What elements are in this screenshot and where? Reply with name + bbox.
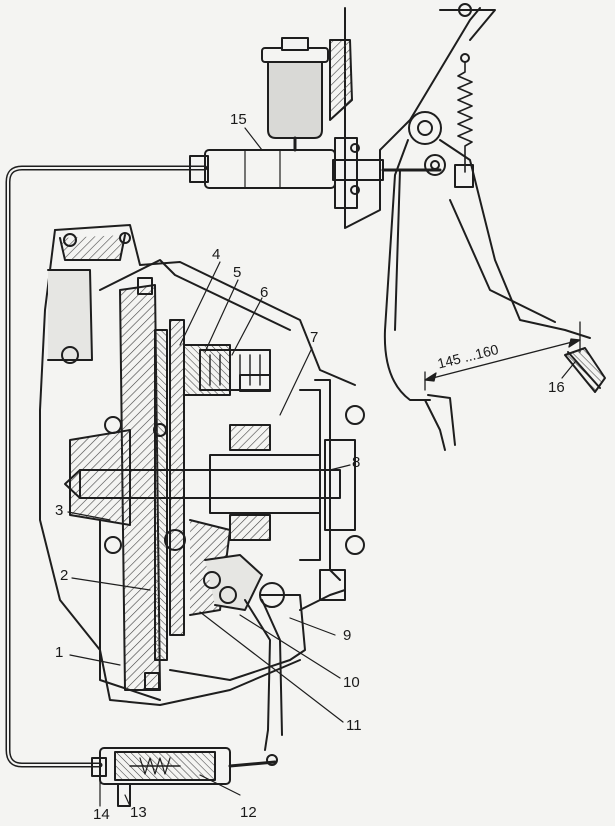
clutch-pedal [383, 111, 606, 451]
label-2: 2 [60, 567, 69, 584]
fluid-reservoir [261, 37, 329, 152]
label-7: 7 [310, 329, 319, 346]
label-6: 6 [260, 284, 269, 301]
label-15: 15 [230, 111, 247, 128]
clutch-housing [39, 224, 356, 706]
pedal-travel-dimension [424, 321, 581, 391]
label-10: 10 [343, 674, 360, 691]
hydraulic-pipe [5, 165, 208, 768]
flywheel [69, 277, 161, 691]
label-12: 12 [240, 804, 257, 821]
label-14: 14 [93, 806, 110, 823]
input-shaft [64, 379, 365, 581]
pressure-springs [199, 349, 271, 392]
master-cylinder [189, 37, 442, 189]
pedal-bracket [329, 3, 496, 229]
leader-lines [67, 127, 576, 807]
label-9: 9 [343, 627, 352, 644]
label-13: 13 [130, 804, 147, 821]
release-fork [169, 554, 346, 751]
label-11: 11 [346, 717, 362, 734]
label-3: 3 [55, 502, 64, 519]
pedal-pad [564, 347, 606, 393]
slave-cylinder [91, 747, 278, 807]
label-4: 4 [212, 246, 221, 263]
label-1: 1 [55, 644, 64, 661]
return-spring [454, 53, 474, 188]
label-5: 5 [233, 264, 242, 281]
label-16: 16 [548, 379, 565, 396]
clutch-disc [153, 319, 231, 661]
label-8: 8 [352, 454, 361, 471]
